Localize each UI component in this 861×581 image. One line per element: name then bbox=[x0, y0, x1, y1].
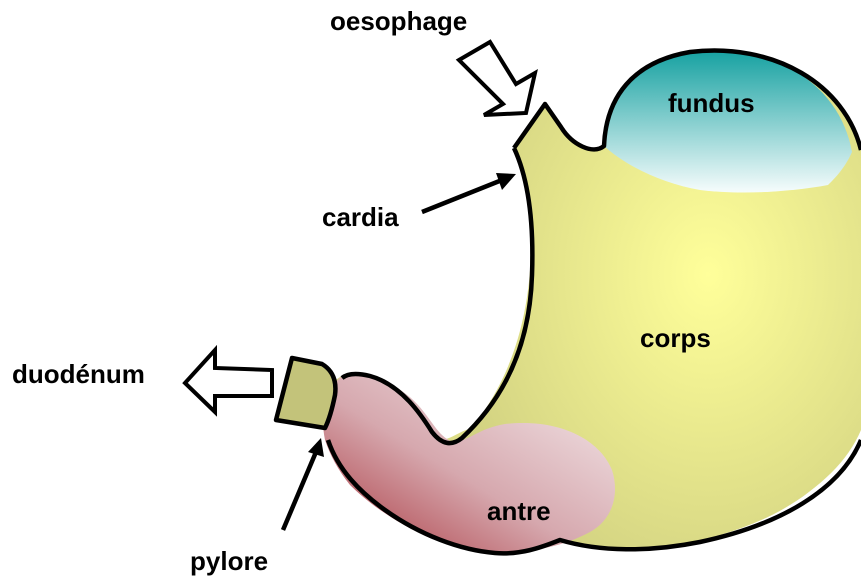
label-antre: antre bbox=[487, 496, 551, 526]
label-corps: corps bbox=[640, 323, 711, 353]
label-cardia: cardia bbox=[322, 202, 399, 232]
label-pylore: pylore bbox=[190, 546, 268, 576]
pylore-pointer bbox=[283, 438, 324, 530]
label-fundus: fundus bbox=[668, 88, 755, 118]
oesophagus-arrow bbox=[459, 42, 535, 115]
pylorus bbox=[276, 358, 335, 428]
duodenum-arrow bbox=[185, 350, 272, 412]
cardia-pointer bbox=[422, 173, 516, 212]
label-duodenum: duodénum bbox=[12, 359, 145, 389]
label-oesophage: oesophage bbox=[330, 6, 467, 36]
